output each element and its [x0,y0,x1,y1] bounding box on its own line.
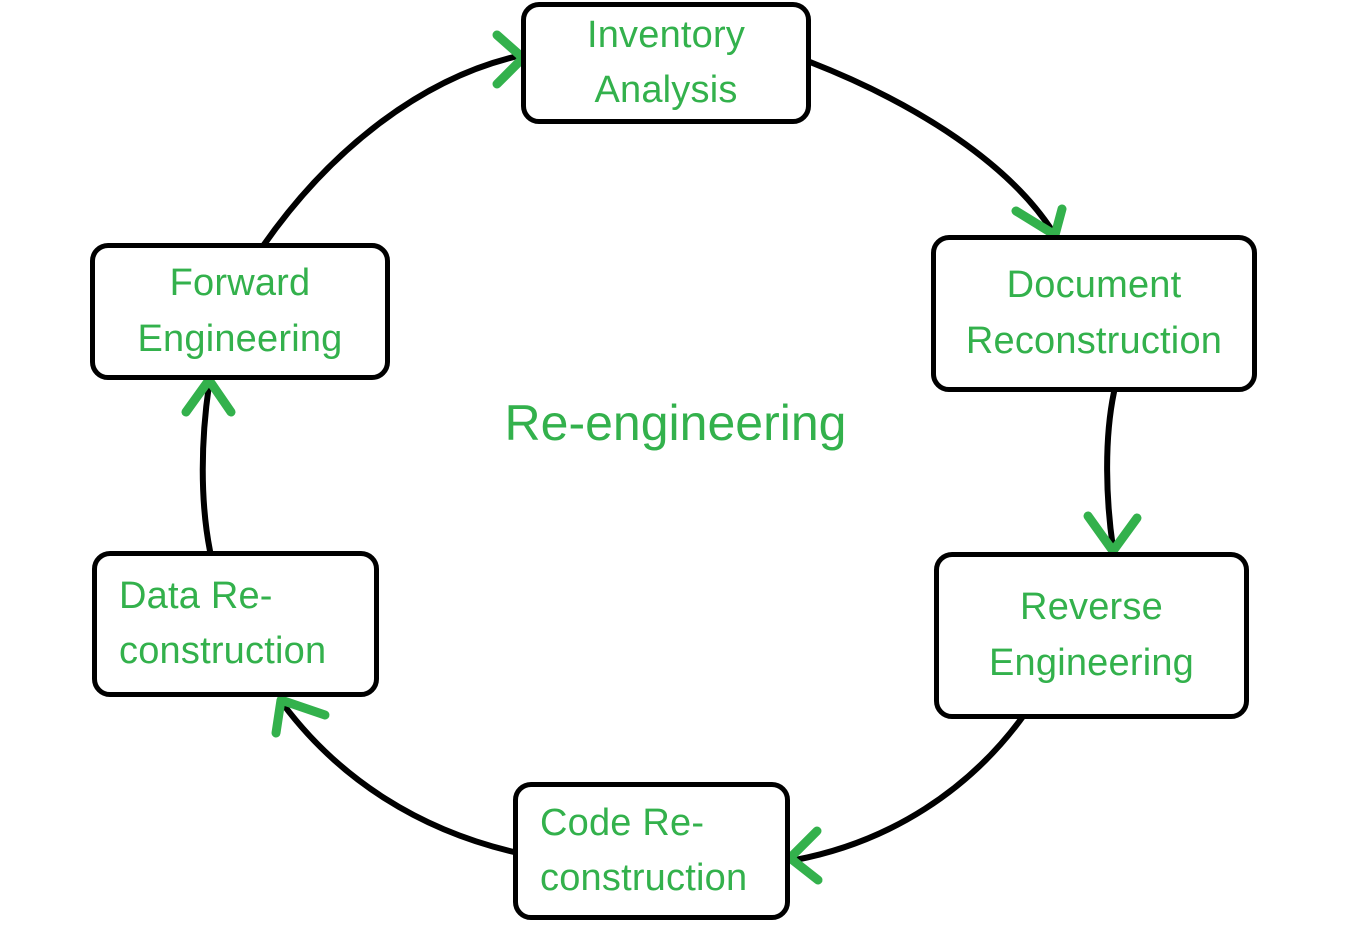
node-document-reconstruction-line-1: Document [1006,264,1182,307]
node-document-reconstruction[interactable]: Document Reconstruction [931,235,1257,392]
arrowhead-data-reconstruction-icon [271,695,330,738]
edge-forward-to-inventory-line [260,54,517,249]
edge-code-to-data-line [280,701,517,855]
node-reverse-engineering-line-1: Reverse [1020,586,1163,629]
node-inventory-analysis-line-2: Analysis [594,69,738,111]
node-inventory-analysis[interactable]: Inventory Analysis [521,2,811,124]
node-forward-engineering-line-2: Engineering [137,317,343,360]
node-reverse-engineering[interactable]: Reverse Engineering [934,552,1249,719]
node-reverse-engineering-line-2: Engineering [988,641,1195,684]
diagram-center-title: Re-engineering [504,395,847,451]
node-forward-engineering[interactable]: Forward Engineering [90,243,390,380]
edge-reverse-to-code-line [792,712,1027,863]
edge-inventory-to-document-line [807,59,1056,235]
node-code-reconstruction-line-1: Code Re- [540,801,705,844]
edge-document-to-reverse-line [1104,389,1117,551]
node-data-reconstruction[interactable]: Data Re- construction [92,551,379,697]
node-data-reconstruction-line-2: construction [119,630,327,672]
node-code-reconstruction[interactable]: Code Re- construction [513,782,790,920]
node-forward-engineering-line-1: Forward [169,262,311,305]
node-code-reconstruction-line-2: construction [540,857,748,899]
node-document-reconstruction-line-2: Reconstruction [965,319,1223,362]
edge-data-to-forward-line [199,382,213,554]
arrowhead-reverse-engineering-icon [1083,511,1142,556]
node-inventory-analysis-line-1: Inventory [586,13,746,56]
node-data-reconstruction-line-1: Data Re- [119,574,273,617]
arrowhead-code-reconstruction-icon [785,826,823,885]
arrowhead-forward-engineering-icon [181,375,236,417]
